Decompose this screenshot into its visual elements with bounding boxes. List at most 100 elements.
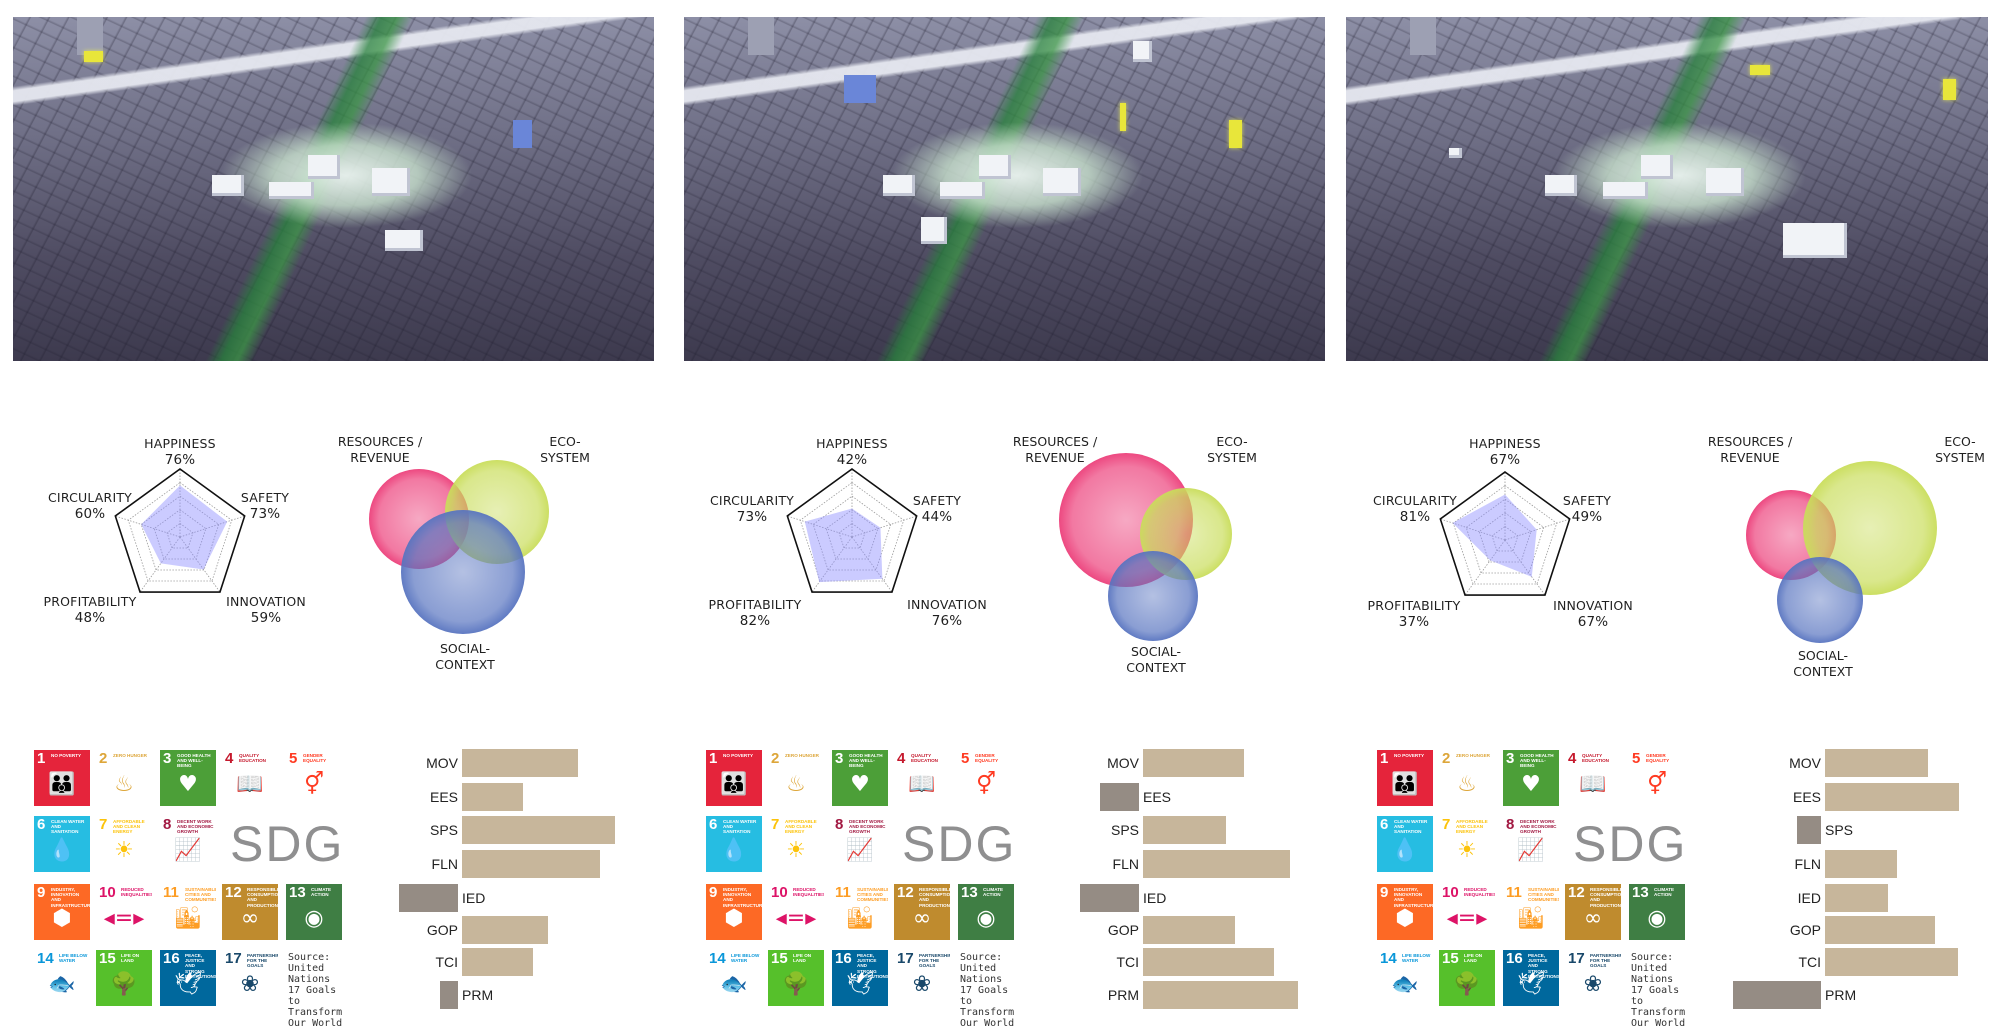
building-block <box>882 175 915 196</box>
bar-label: FLN <box>431 856 458 872</box>
sdg-goal-title: Industry, Innovation and Infrastructure <box>723 887 762 908</box>
sdg-goal-number: 2 <box>771 750 780 767</box>
social-context-circle <box>1108 551 1198 641</box>
sdg-goal-13: 13Climate Action◉ <box>286 884 342 940</box>
venn-label-line: CONTEXT <box>435 657 495 672</box>
sdg-goal-number: 2 <box>99 750 108 767</box>
sdg-goal-number: 14 <box>37 950 54 967</box>
sdg-goal-title: Sustainable Cities and Communities <box>185 887 216 903</box>
venn-label-line: REVENUE <box>350 450 410 465</box>
radar-spoke <box>851 515 917 538</box>
bar-row-prm: PRM <box>0 981 2000 1009</box>
radar-spoke <box>1464 539 1506 596</box>
sdg-goal-number: 17 <box>225 950 242 967</box>
sdg-goal-10: 10Reduced Inequalities◂=▸ <box>1439 884 1495 940</box>
negative-bar <box>1797 816 1821 844</box>
axis-name: CIRCULARITY <box>710 493 794 508</box>
axis-name: PROFITABILITY <box>708 597 802 612</box>
bar-row-ees: EES <box>0 783 2000 811</box>
bar-row-ied: IED <box>0 884 2000 912</box>
sdg-goal-number: 6 <box>1380 816 1389 833</box>
sdg-goal-number: 17 <box>1568 950 1585 967</box>
positive-bar <box>462 916 548 944</box>
bar-label: MOV <box>1107 755 1139 771</box>
sdg-goal-number: 9 <box>37 884 46 901</box>
bar-row-gop: GOP <box>0 916 2000 944</box>
sdg-goal-number: 7 <box>771 816 780 833</box>
sdg-goal-title: Gender Equality <box>303 753 327 764</box>
sdg-goal-title: Good Health and Well-Being <box>1520 753 1554 769</box>
sdg-goal-title: Peace, Justice and Strong Institutions <box>1528 953 1559 979</box>
sdg-goal-1: 1No Poverty👪 <box>706 750 762 806</box>
sdg-goal-number: 8 <box>1506 816 1515 833</box>
sdg-goal-14: 14Life Below Water🐟 <box>34 950 90 1006</box>
sdg-goal-16: 16Peace, Justice and Strong Institutions… <box>160 950 216 1006</box>
building-block <box>307 154 340 179</box>
building-block <box>1782 223 1847 258</box>
radar-grid-ring <box>1465 498 1545 574</box>
axis-name: CIRCULARITY <box>48 490 132 505</box>
bowl-icon: ♨ <box>114 772 134 797</box>
gender-equality-icon: ⚥ <box>304 772 324 797</box>
sdg-goal-title: Life Below Water <box>59 953 88 964</box>
aerial-render-scenario-1 <box>13 17 654 361</box>
eye-globe-icon: ◉ <box>1647 906 1667 931</box>
sdg-goal-number: 6 <box>37 816 46 833</box>
sdg-goal-number: 13 <box>1632 884 1649 901</box>
building-block <box>1602 182 1648 200</box>
sdg-goal-number: 11 <box>835 884 851 901</box>
building-block <box>748 17 774 55</box>
positive-bar <box>1143 816 1226 844</box>
venn-label-line: SOCIAL- <box>1131 644 1181 659</box>
fish-icon: 🐟 <box>720 972 748 997</box>
sdg-goal-number: 4 <box>897 750 906 767</box>
axis-name: SAFETY <box>912 493 962 508</box>
positive-bar <box>1825 783 1959 811</box>
radar-data-area <box>141 485 228 570</box>
sdg-goal-12: 12Responsible Consumption and Production… <box>1565 884 1621 940</box>
sdg-goal-3: 3Good Health and Well-Being♥ <box>160 750 216 806</box>
bar-label: FLN <box>1112 856 1139 872</box>
sdg-goal-title: Quality Education <box>911 753 938 764</box>
negative-bar <box>399 884 458 912</box>
axis-value: 37% <box>1398 614 1430 630</box>
city-icon: 🏙 <box>1517 906 1545 931</box>
sdg-goal-6: 6Clean Water and Sanitation💧 <box>706 816 762 872</box>
axis-name: HAPPINESS <box>144 436 216 451</box>
sdg-goal-7: 7Affordable and Clean Energy☀ <box>96 816 152 872</box>
bar-label: TCI <box>1798 954 1821 970</box>
positive-bar <box>1143 948 1274 976</box>
bar-row-gop: GOP <box>0 916 2000 944</box>
sdg-goal-number: 9 <box>709 884 718 901</box>
axis-value: 73% <box>249 506 281 522</box>
sdg-goal-number: 5 <box>289 750 298 767</box>
venn-label-line: RESOURCES / <box>1707 434 1793 449</box>
radar-spoke <box>811 536 853 593</box>
sdg-goal-number: 1 <box>37 750 46 767</box>
sdg-goal-number: 11 <box>163 884 179 901</box>
bar-row-fln: FLN <box>0 850 2000 878</box>
sdg-goal-title: Life Below Water <box>1402 953 1431 964</box>
radar-spoke <box>179 515 245 538</box>
building-block <box>371 168 411 196</box>
sdg-goal-10: 10Reduced Inequalities◂=▸ <box>96 884 152 940</box>
sdg-goal-10: 10Reduced Inequalities◂=▸ <box>768 884 824 940</box>
radar-spoke <box>115 515 181 538</box>
axis-value: 48% <box>74 610 106 626</box>
water-drop-icon: 💧 <box>48 838 76 863</box>
axis-name: HAPPINESS <box>1469 436 1541 451</box>
bowl-icon: ♨ <box>1457 772 1477 797</box>
sdg-goal-title: Climate Action <box>983 887 1004 898</box>
sdg-goal-title: Quality Education <box>239 753 266 764</box>
bar-row-fln: FLN <box>0 850 2000 878</box>
tree-icon: 🌳 <box>110 972 138 997</box>
sdg-goal-title: Life on Land <box>1464 953 1483 964</box>
sdg-goal-title: Responsible Consumption and Production <box>919 887 950 908</box>
sdg-goal-14: 14Life Below Water🐟 <box>1377 950 1433 1006</box>
sun-power-icon: ☀ <box>786 838 806 863</box>
sdg-goal-5: 5Gender Equality⚥ <box>958 750 1014 806</box>
radar-grid-ring <box>799 482 905 582</box>
